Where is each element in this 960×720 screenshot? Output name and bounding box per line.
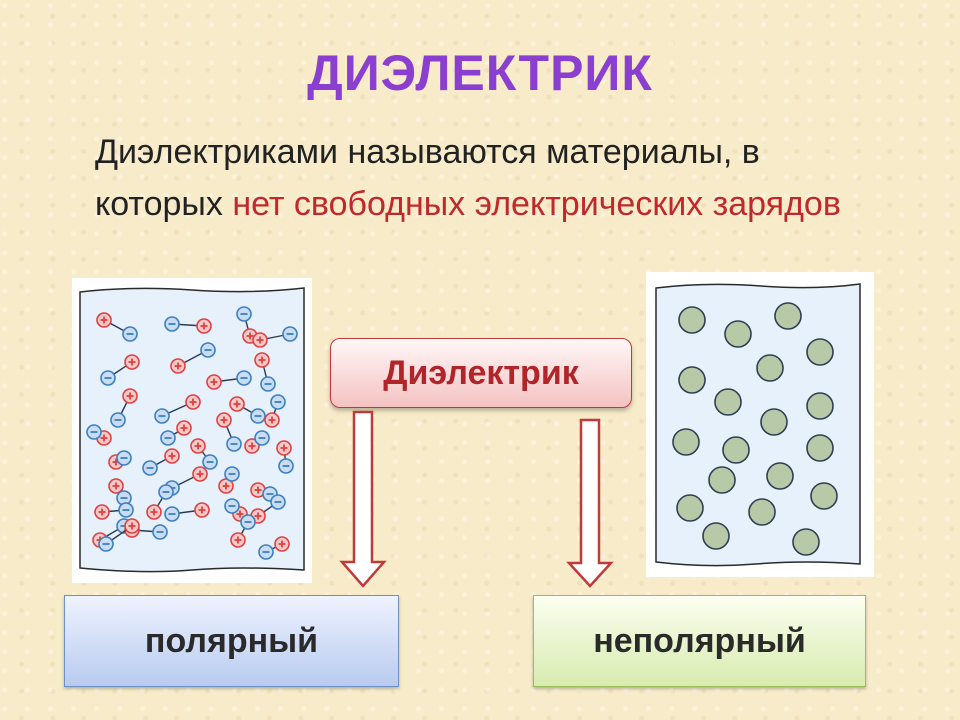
definition-part1: Диэлектриками называются материалы, в ко…	[95, 133, 760, 223]
neutral-molecule	[806, 338, 834, 366]
definition-text: Диэлектриками называются материалы, в ко…	[95, 126, 895, 230]
neutral-molecule	[672, 428, 700, 456]
dipole	[96, 312, 138, 342]
dipole	[206, 370, 252, 390]
dipole-molecules	[86, 306, 298, 560]
neutral-molecule	[756, 354, 784, 382]
nonpolar-type-box: неполярный	[533, 595, 866, 687]
dipole	[142, 448, 180, 476]
dipole	[164, 316, 212, 334]
neutral-molecule	[714, 388, 742, 416]
dipole	[94, 502, 134, 520]
dipole	[164, 502, 210, 522]
neutral-molecule	[702, 522, 730, 550]
neutral-molecule	[678, 366, 706, 394]
dipole	[190, 438, 218, 470]
nonpolar-dielectric-panel	[646, 272, 874, 577]
dipole	[276, 440, 294, 474]
neutral-molecule	[792, 528, 820, 556]
dipole	[108, 450, 132, 470]
dipole	[86, 424, 112, 446]
dipole	[216, 412, 242, 452]
neutral-molecule	[774, 302, 802, 330]
dipole	[218, 466, 240, 494]
polar-dielectric-panel	[72, 278, 312, 583]
dipole	[229, 396, 266, 424]
neutral-molecule	[806, 392, 834, 420]
neutral-molecule	[722, 436, 750, 464]
dipole	[98, 518, 140, 552]
definition-highlight: нет свободных электрических зарядов	[232, 185, 841, 223]
neutral-molecule	[724, 320, 752, 348]
neutral-molecule	[676, 494, 704, 522]
neutral-molecule	[678, 306, 706, 334]
dipole	[252, 326, 298, 348]
neutral-molecule	[760, 408, 788, 436]
dipole	[230, 514, 256, 548]
neutral-molecules	[672, 302, 838, 556]
dipole	[244, 430, 270, 454]
dipole	[170, 342, 216, 374]
neutral-molecule	[766, 462, 794, 490]
polar-panel-body	[79, 287, 305, 573]
dipole	[250, 482, 278, 502]
neutral-molecule	[810, 482, 838, 510]
dipole	[100, 354, 140, 386]
dipole	[258, 536, 290, 560]
neutral-molecule	[748, 498, 776, 526]
neutral-molecule	[806, 434, 834, 462]
slide-title: ДИЭЛЕКТРИК	[307, 45, 653, 101]
dielectric-center-box: Диэлектрик	[330, 338, 632, 408]
arrow-to-polar	[339, 410, 387, 588]
dipole	[146, 484, 174, 520]
dipole	[154, 394, 201, 424]
dipole	[236, 306, 258, 344]
arrow-to-nonpolar	[566, 418, 614, 588]
dipole	[110, 388, 138, 428]
polar-type-box: полярный	[64, 595, 399, 687]
dipole	[160, 420, 192, 446]
dipole	[254, 352, 276, 392]
neutral-molecule	[708, 466, 736, 494]
dipole	[264, 394, 286, 428]
